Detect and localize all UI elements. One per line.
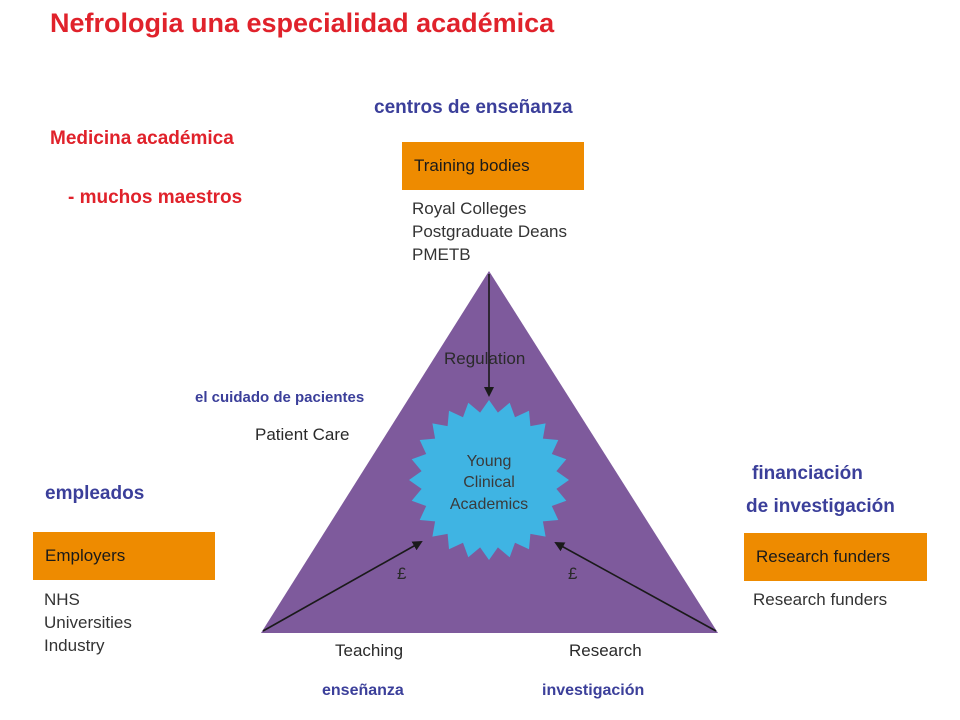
subtitle-academic-medicine: Medicina académica <box>50 128 234 149</box>
training-bodies-list: Royal Colleges Postgraduate Deans PMETB <box>412 197 567 266</box>
research-funders-label: Research funders <box>756 547 891 566</box>
label-patient-care-es: el cuidado de pacientes <box>195 389 365 406</box>
employer-item: Universities <box>44 613 132 632</box>
patient-care-label: Patient Care <box>255 425 350 444</box>
subtitle-many-teachers: - muchos maestros <box>68 187 243 208</box>
label-training-es: centros de enseñanza <box>374 97 573 118</box>
employer-item: NHS <box>44 590 80 609</box>
research-funders-box: Research funders <box>744 533 927 581</box>
teaching-label: Teaching <box>335 641 403 660</box>
employers-label: Employers <box>45 546 126 565</box>
research-funders-list: Research funders <box>753 588 887 611</box>
teaching-funding-arrow <box>262 541 423 632</box>
label-research-es: investigación <box>542 682 645 699</box>
employer-item: Industry <box>44 636 105 655</box>
training-item: PMETB <box>412 245 471 264</box>
pound-right-icon: £ <box>568 564 578 583</box>
page-title: Nefrologia una especialidad académica <box>50 8 555 38</box>
training-item: Royal Colleges <box>412 199 527 218</box>
training-item: Postgraduate Deans <box>412 222 567 241</box>
star-burst-shape <box>409 400 569 560</box>
training-bodies-box: Training bodies <box>402 142 584 190</box>
regulation-label: Regulation <box>444 349 525 368</box>
label-employers-es: empleados <box>45 483 145 504</box>
employers-box: Employers <box>33 532 215 580</box>
research-label: Research <box>569 641 642 660</box>
label-funders-es-line2: de investigación <box>746 496 895 517</box>
center-label-line3: Academics <box>450 496 528 513</box>
research-funder-item: Research funders <box>753 590 888 609</box>
employers-list: NHS Universities Industry <box>44 588 132 657</box>
pound-left-icon: £ <box>397 564 407 583</box>
label-teaching-es: enseñanza <box>322 682 404 699</box>
research-funding-arrow <box>554 542 717 632</box>
label-funders-es-line1: financiación <box>752 463 863 484</box>
center-label-line1: Young <box>467 453 512 470</box>
center-label-line2: Clinical <box>463 474 515 491</box>
training-bodies-label: Training bodies <box>414 156 530 175</box>
